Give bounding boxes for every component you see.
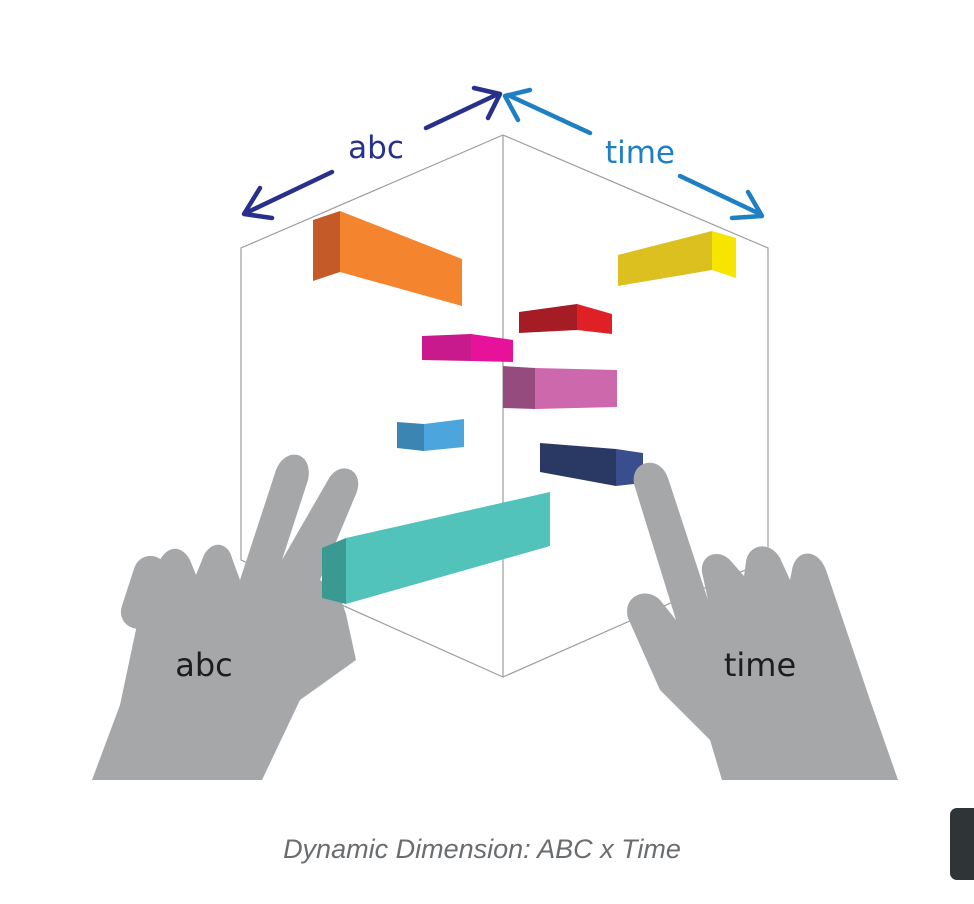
abc-axis-arrow: [241, 85, 503, 221]
dynamic-dimension-diagram: abc time abc: [92, 85, 898, 780]
time-axis-label: time: [605, 135, 675, 171]
navy-bar: [540, 443, 643, 486]
abc-axis-label: abc: [348, 130, 404, 166]
left-hand: [92, 454, 359, 780]
yellow-bar: [618, 231, 736, 286]
right-hand-label: time: [724, 646, 796, 684]
left-hand-thumb: [300, 603, 356, 700]
side-panel-tab[interactable]: [950, 808, 974, 880]
magenta-bar: [422, 334, 513, 362]
pink-bar: [503, 366, 617, 409]
left-hand-label: abc: [175, 646, 233, 684]
red-bar: [519, 304, 612, 334]
orange-bar: [313, 211, 462, 306]
blue-bar: [397, 419, 464, 451]
teal-bar: [322, 492, 550, 604]
time-axis-arrow: [502, 87, 765, 221]
right-hand: [627, 462, 898, 780]
figure-caption: Dynamic Dimension: ABC x Time: [283, 834, 681, 864]
